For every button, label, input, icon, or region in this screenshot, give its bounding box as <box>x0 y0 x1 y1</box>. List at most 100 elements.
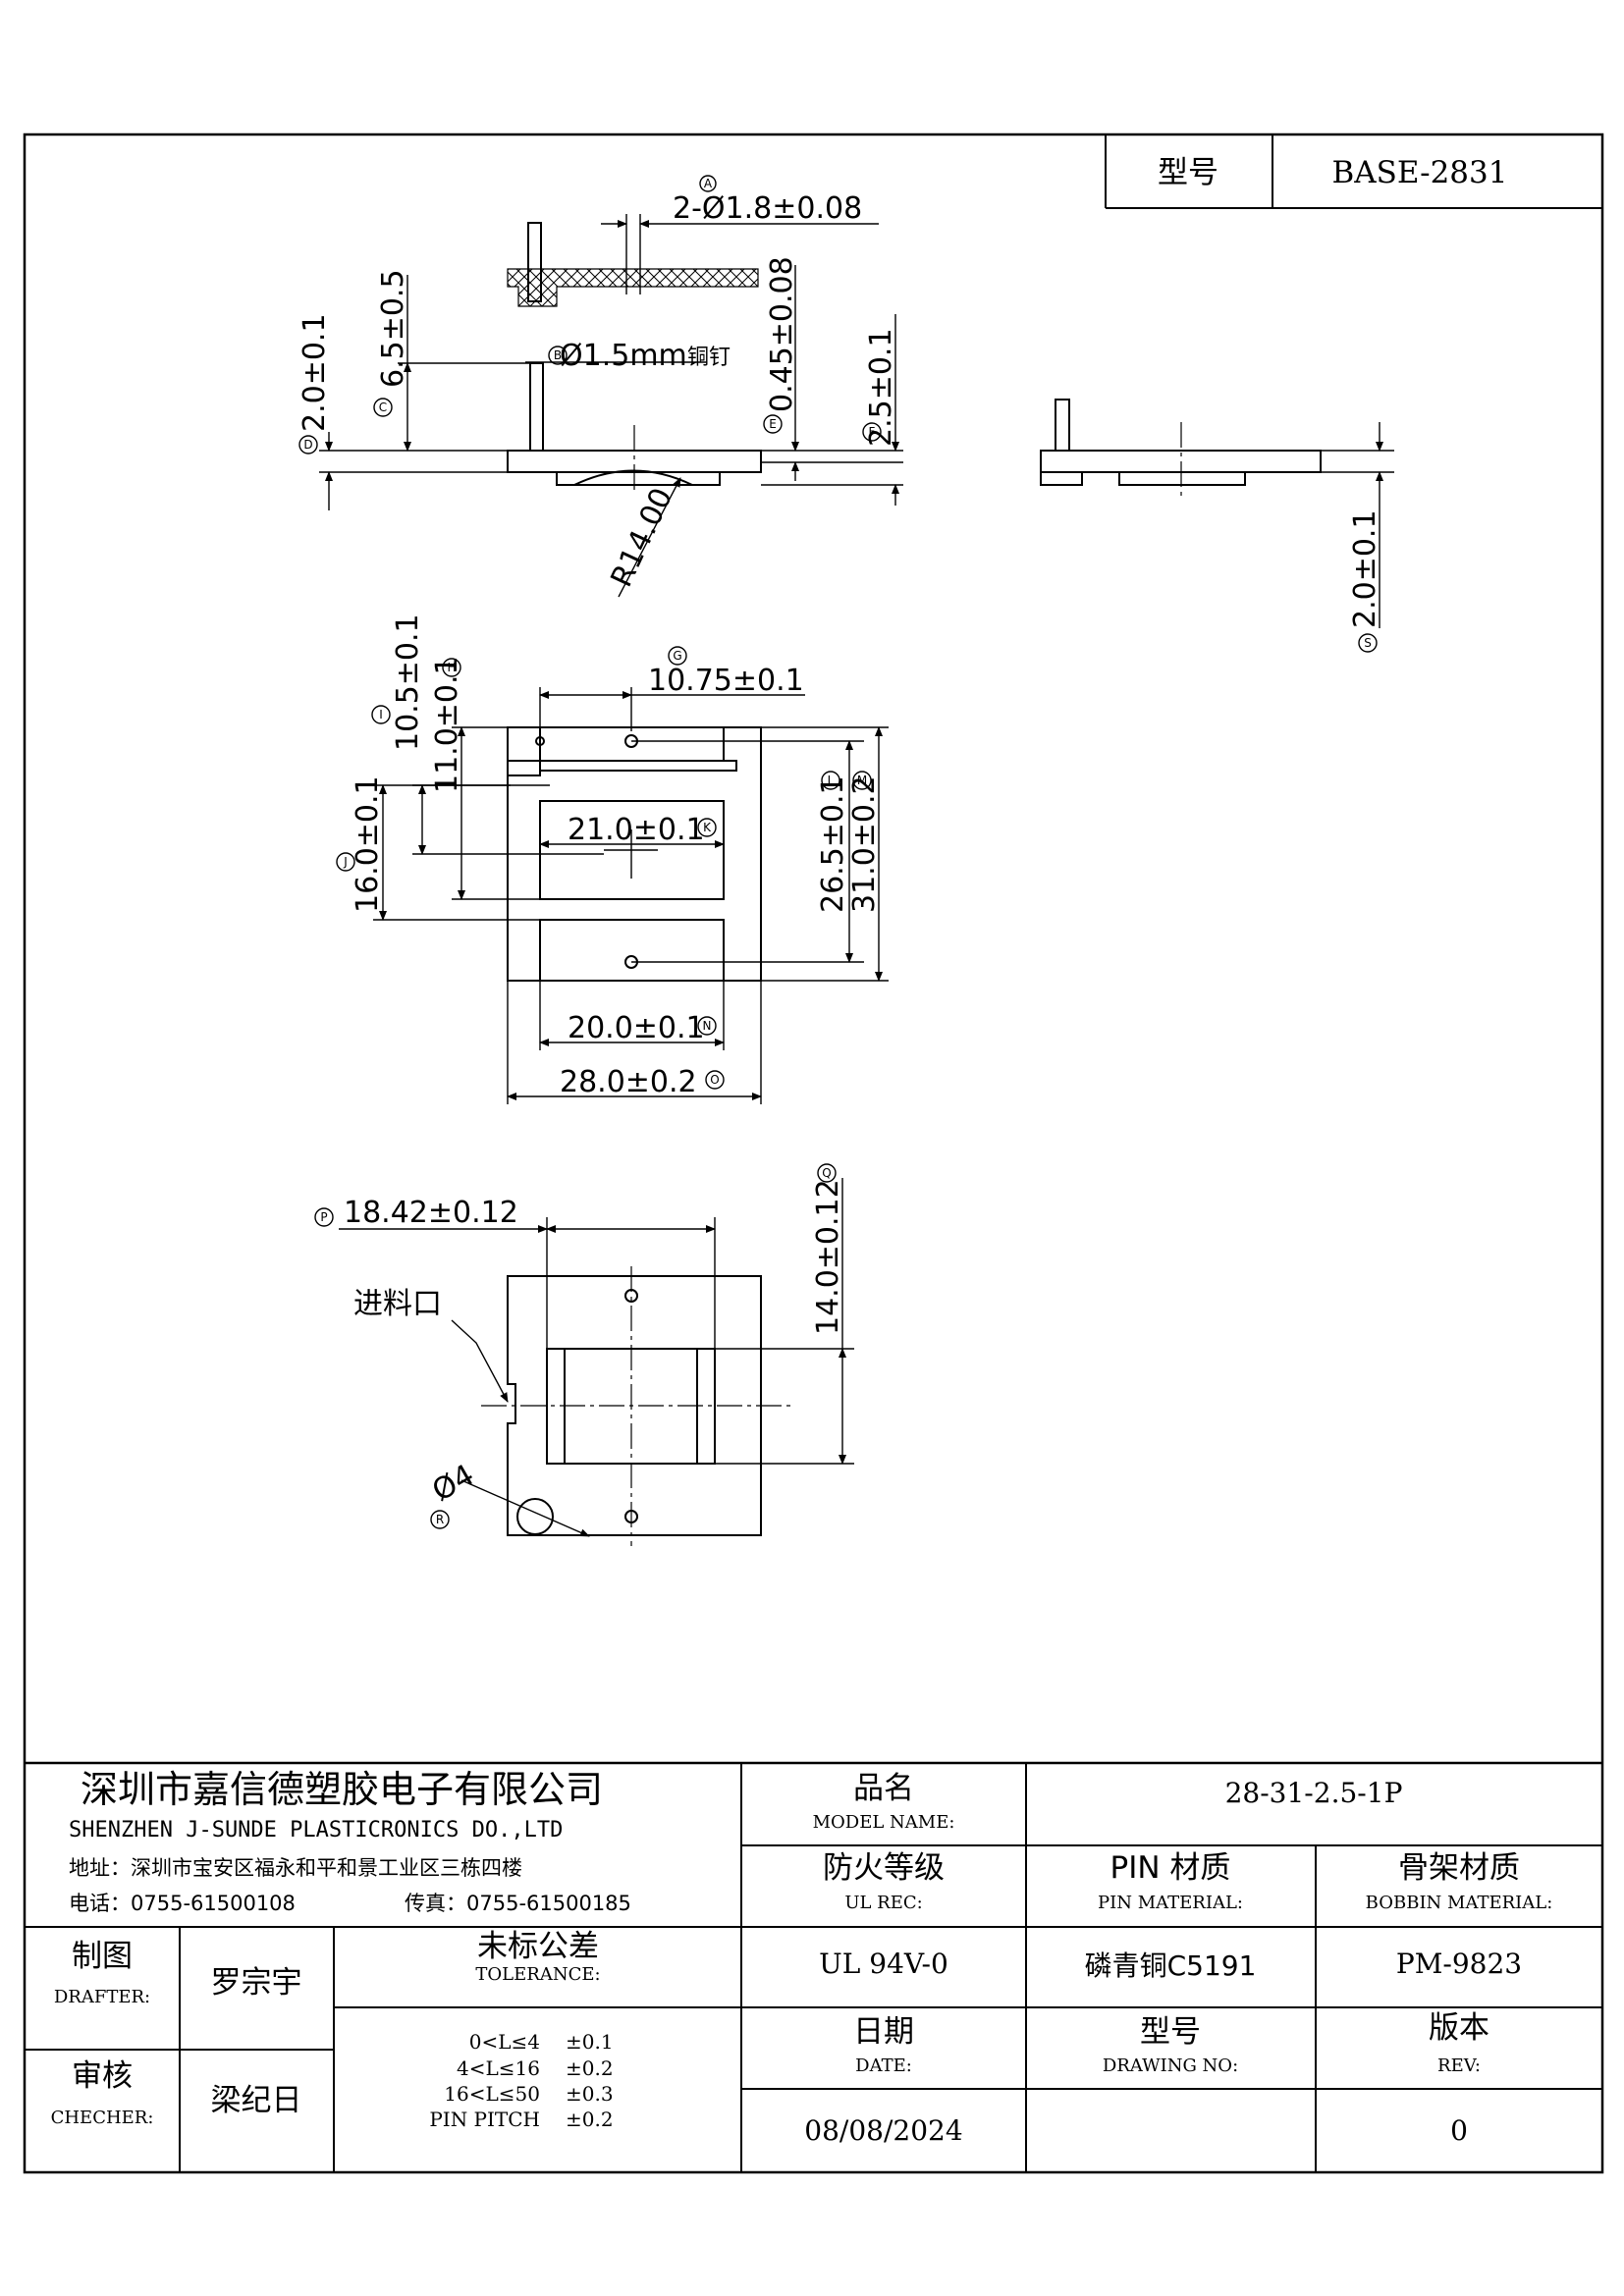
overall-h-dim: 31.0±0.2 <box>847 775 882 913</box>
balloon-d: D <box>298 435 318 454</box>
bottom-hole-2 <box>624 1510 638 1523</box>
hole-pitch-x-dim: 10.75±0.1 <box>648 664 804 698</box>
balloon-c: C <box>373 398 393 417</box>
pin-mat-label-en: PIN MATERIAL: <box>1098 1893 1243 1913</box>
top-hole-3 <box>535 736 545 746</box>
drawing-no-label: 型号 <box>1140 2014 1201 2050</box>
side-view: 2.0±0.1 S <box>1040 399 1394 653</box>
tol-row-3-tol: ±0.3 <box>566 2082 614 2106</box>
svg-text:H: H <box>447 661 456 674</box>
date-label-en: DATE: <box>855 2056 912 2076</box>
checker-label-en: CHECHER: <box>51 2108 154 2128</box>
gate-dia-dim: Ø4 <box>427 1458 480 1509</box>
svg-text:F: F <box>869 425 876 439</box>
svg-text:O: O <box>710 1073 719 1087</box>
svg-text:I: I <box>379 708 383 721</box>
svg-text:R: R <box>436 1513 444 1526</box>
date-label: 日期 <box>853 2014 914 2050</box>
bottom-body <box>507 1275 762 1536</box>
balloon-n: N <box>697 1016 717 1036</box>
dim-16-0: 16.0±0.1 <box>351 775 385 913</box>
balloon-k: K <box>697 818 717 837</box>
svg-text:N: N <box>703 1019 712 1033</box>
pin-dia-dim: 2-Ø1.8±0.08 <box>673 191 862 226</box>
balloon-g: G <box>668 646 687 666</box>
svg-text:E: E <box>769 417 777 431</box>
bot-h-dim: 14.0±0.12 <box>811 1179 845 1335</box>
hatched-section <box>507 268 759 307</box>
balloon-e: E <box>763 414 783 434</box>
pin-len-dim: 6.5±0.5 <box>376 269 410 388</box>
balloon-q: Q <box>817 1163 837 1183</box>
overall-w-dim: 28.0±0.2 <box>560 1065 697 1099</box>
gate-label: 进料口 <box>353 1287 442 1321</box>
drafter-value: 罗宗宇 <box>211 1965 302 2001</box>
rev-label: 版本 <box>1429 2010 1489 2046</box>
model-label: 型号 <box>1158 155 1218 190</box>
pin-section <box>527 222 542 302</box>
tol-row-1-range: 0<L≤4 <box>469 2030 540 2054</box>
balloon-a: A <box>699 175 717 192</box>
model-box: 型号 BASE-2831 <box>1105 134 1602 209</box>
gate-circle <box>516 1498 554 1535</box>
svg-text:Q: Q <box>822 1166 831 1180</box>
pitch-y-dim: 26.5±0.1 <box>816 775 850 913</box>
bottom-view: 18.42±0.12 P 14.0±0.12 Q 进料口 Ø4 R <box>314 1163 854 1546</box>
date-value: 08/08/2024 <box>804 2114 962 2147</box>
company-name-en: SHENZHEN J-SUNDE PLASTICRONICS DO.,LTD <box>69 1818 563 1842</box>
section-view: 2-Ø1.8±0.08 2.0±0.1 6.5±0.5 Ø1.5mm 铜钉 0.… <box>298 175 903 598</box>
balloon-b: B <box>548 346 568 365</box>
pin-mat-label: PIN 材质 <box>1110 1850 1231 1886</box>
product-name-value: 28-31-2.5-1P <box>1225 1777 1403 1809</box>
balloon-o: O <box>705 1070 725 1090</box>
balloon-f: F <box>862 422 882 442</box>
checker-label: 审核 <box>72 2058 133 2094</box>
tol-row-2-tol: ±0.2 <box>566 2056 614 2080</box>
side-thk-dim: 2.0±0.1 <box>1348 509 1382 628</box>
plate-thk-dim: 0.45±0.08 <box>765 256 799 412</box>
drafter-label: 制图 <box>72 1939 133 1974</box>
svg-text:L: L <box>828 774 835 787</box>
total-thk-dim: 2.5±0.1 <box>864 328 898 447</box>
top-view: 10.75±0.1 G 10.5±0.1 I 11.0±0.1 H 16.0±0… <box>336 614 889 1104</box>
svg-text:M: M <box>857 774 867 787</box>
dim-10-5: 10.5±0.1 <box>391 614 425 751</box>
window-w-dim: 21.0±0.1 <box>568 813 705 847</box>
balloon-r: R <box>430 1510 450 1529</box>
ul-label-en: UL REC: <box>844 1893 922 1913</box>
balloon-h: H <box>442 658 461 677</box>
svg-text:S: S <box>1364 636 1372 650</box>
checker-value: 梁纪日 <box>211 2083 302 2118</box>
dim-11-0: 11.0±0.1 <box>430 656 464 793</box>
bobbin-mat-label: 骨架材质 <box>1398 1850 1520 1886</box>
balloon-m: M <box>852 771 872 790</box>
pin-side <box>529 362 544 452</box>
bottom-hole-1 <box>624 1289 638 1303</box>
company-address: 地址：深圳市宝安区福永和平和景工业区三栋四楼 <box>69 1856 522 1880</box>
sheet-frame <box>23 133 1604 2174</box>
company-phone: 电话：0755-61500108 <box>69 1892 296 1915</box>
drafter-label-en: DRAFTER: <box>54 1987 150 2007</box>
svg-text:G: G <box>673 649 681 663</box>
balloon-l: L <box>821 771 840 790</box>
company-fax: 传真：0755-61500185 <box>405 1892 631 1915</box>
tol-row-4-tol: ±0.2 <box>566 2108 614 2131</box>
rev-value: 0 <box>1450 2114 1468 2147</box>
drawing-no-label-en: DRAWING NO: <box>1103 2056 1238 2076</box>
radius-dim: R14.00 <box>605 483 680 593</box>
model-value: BASE-2831 <box>1332 155 1508 190</box>
svg-text:A: A <box>704 177 713 190</box>
balloon-p: P <box>314 1207 334 1227</box>
svg-text:K: K <box>703 821 712 834</box>
bobbin-mat-label-en: BOBBIN MATERIAL: <box>1366 1893 1553 1913</box>
svg-text:P: P <box>320 1210 327 1224</box>
svg-text:B: B <box>554 348 562 362</box>
product-name-label: 品名 <box>853 1771 914 1806</box>
rev-label-en: REV: <box>1437 2056 1481 2076</box>
balloon-j: J <box>336 852 355 872</box>
inner-w-dim: 20.0±0.1 <box>568 1011 705 1045</box>
tol-row-3-range: 16<L≤50 <box>444 2082 540 2106</box>
tolerance-label: 未标公差 <box>477 1929 599 1964</box>
tolerance-label-en: TOLERANCE: <box>475 1964 600 1985</box>
